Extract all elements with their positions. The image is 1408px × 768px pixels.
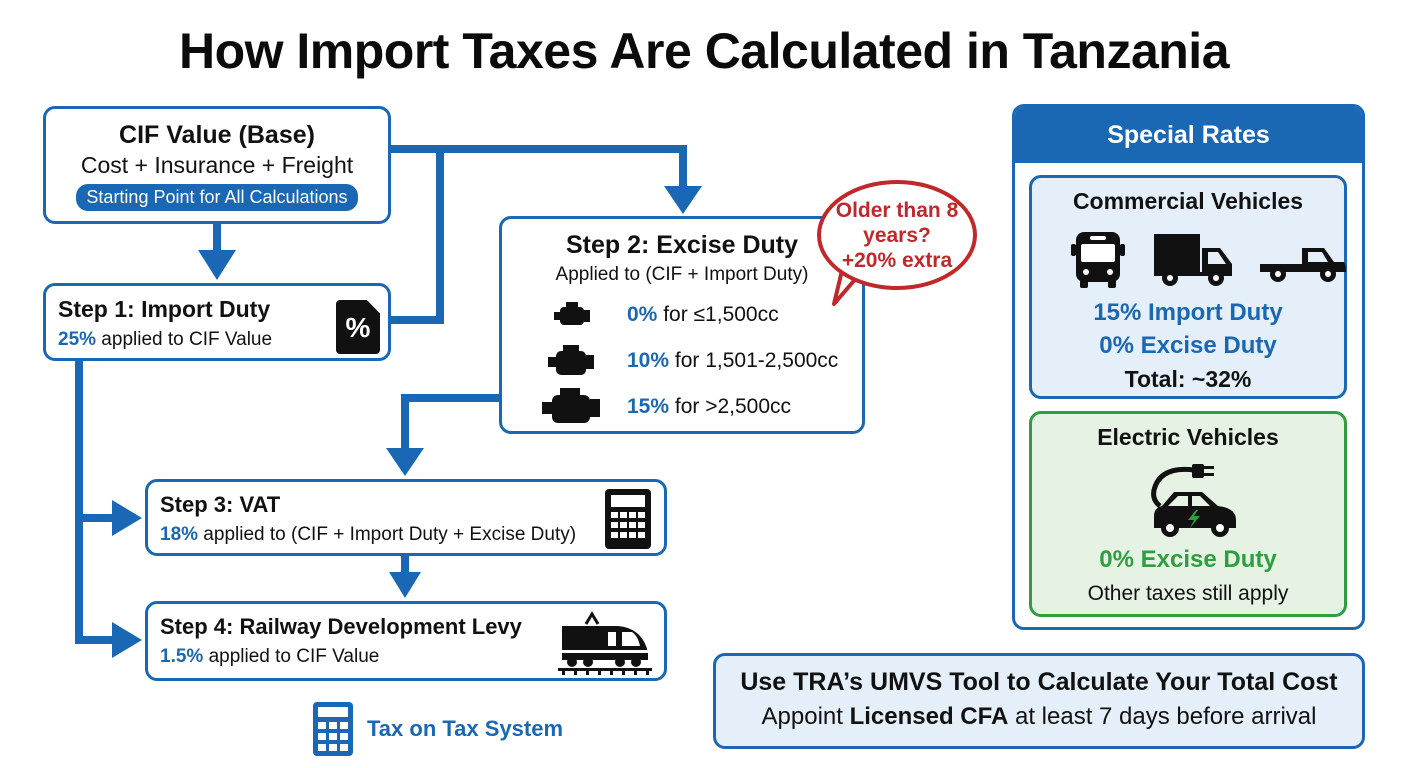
electric-heading: Electric Vehicles: [1097, 424, 1279, 450]
electric-excise-duty: 0% Excise Duty: [1099, 546, 1277, 573]
cif-value-box: CIF Value (Base) Cost + Insurance + Frei…: [43, 106, 391, 224]
electric-note: Other taxes still apply: [1087, 582, 1289, 605]
tax-on-tax-label: Tax on Tax System: [313, 700, 613, 760]
step-2-subheading: Applied to (CIF + Import Duty): [555, 264, 809, 285]
commercial-vehicles-card: Commercial Vehicles 15% Import Duty 0% E…: [1029, 175, 1347, 399]
callout-line-3: +20% extra: [841, 249, 953, 272]
note-line-2-suffix: at least 7 days before arrival: [1008, 703, 1317, 730]
bus-icon: [1071, 232, 1125, 288]
step-1-heading: Step 1: Import Duty: [58, 296, 271, 322]
note-line-2: Appoint Licensed CFA at least 7 days bef…: [716, 703, 1362, 731]
pickup-truck-icon: [1260, 248, 1346, 282]
step-4-rate: 1.5%: [160, 646, 204, 667]
engine-small-icon: [554, 302, 590, 325]
umvs-tool-note: Use TRA’s UMVS Tool to Calculate Your To…: [713, 653, 1365, 749]
step-3-rate: 18%: [160, 524, 199, 545]
cif-subheading: Cost + Insurance + Freight: [80, 152, 354, 178]
electric-car-icon: [1151, 464, 1236, 537]
age-surcharge-callout: Older than 8 years? +20% extra: [817, 180, 977, 290]
commercial-heading: Commercial Vehicles: [1072, 188, 1304, 214]
calculator-icon: [605, 489, 651, 549]
step-3-description: 18% applied to (CIF + Import Duty + Exci…: [160, 524, 576, 546]
step-4-description: 1.5% applied to CIF Value: [160, 646, 379, 668]
step-4-text: applied to CIF Value: [203, 646, 380, 667]
commercial-excise-duty: 0% Excise Duty: [1099, 332, 1277, 359]
step-4-railway-levy: Step 4: Railway Development Levy 1.5% ap…: [145, 601, 667, 681]
step-2-heading: Step 2: Excise Duty: [565, 231, 799, 259]
step-1-text: applied to CIF Value: [96, 329, 273, 350]
cif-heading: CIF Value (Base): [119, 121, 315, 149]
excise-tier-2-desc: for 1,501-2,500cc: [669, 349, 839, 372]
step-4-heading: Step 4: Railway Development Levy: [160, 614, 522, 639]
excise-tier-3-text: 15% for >2,500cc: [627, 395, 791, 419]
commercial-import-duty: 15% Import Duty: [1093, 299, 1283, 326]
callout-line-2: years?: [863, 224, 931, 247]
step-3-vat: Step 3: VAT 18% applied to (CIF + Import…: [145, 479, 667, 556]
page-title: How Import Taxes Are Calculated in Tanza…: [178, 23, 1230, 79]
engine-medium-icon: [548, 345, 594, 375]
step-3-text: applied to (CIF + Import Duty + Excise D…: [198, 524, 577, 545]
truck-icon: [1154, 234, 1232, 286]
step-2-excise-duty: Step 2: Excise Duty Applied to (CIF + Im…: [499, 216, 865, 434]
note-line-1: Use TRA’s UMVS Tool to Calculate Your To…: [740, 668, 1338, 696]
tax-on-tax-text: Tax on Tax System: [367, 716, 564, 741]
special-rates-panel: Special Rates Commercial Vehicles 15% Im…: [1012, 104, 1365, 630]
excise-tier-1-rate: 0%: [627, 303, 658, 326]
percent-document-icon: %: [336, 300, 380, 354]
step-1-rate: 25%: [58, 329, 97, 350]
step-1-description: 25% applied to CIF Value: [58, 329, 272, 351]
excise-tier-2-rate: 10%: [627, 349, 670, 372]
special-rates-heading: Special Rates: [1015, 107, 1362, 163]
electric-vehicles-card: Electric Vehicles 0% Excise Duty Other t…: [1029, 411, 1347, 617]
step-3-heading: Step 3: VAT: [160, 492, 281, 517]
excise-tier-2-text: 10% for 1,501-2,500cc: [627, 349, 838, 373]
note-line-2-prefix: Appoint: [761, 703, 850, 730]
excise-tier-1-text: 0% for ≤1,500cc: [627, 303, 779, 327]
engine-large-icon: [542, 388, 600, 423]
note-line-2-bold: Licensed CFA: [849, 703, 1009, 730]
train-icon: [558, 611, 652, 675]
excise-tier-3-desc: for >2,500cc: [669, 395, 792, 418]
calculator-icon: [313, 702, 353, 756]
callout-line-1: Older than 8: [835, 199, 959, 222]
excise-tier-3-rate: 15%: [627, 395, 670, 418]
excise-tier-1-desc: for ≤1,500cc: [657, 303, 779, 326]
commercial-total: Total: ~32%: [1124, 366, 1252, 392]
step-1-import-duty: Step 1: Import Duty 25% applied to CIF V…: [43, 283, 391, 361]
cif-starting-point-pill: Starting Point for All Calculations: [76, 184, 358, 211]
